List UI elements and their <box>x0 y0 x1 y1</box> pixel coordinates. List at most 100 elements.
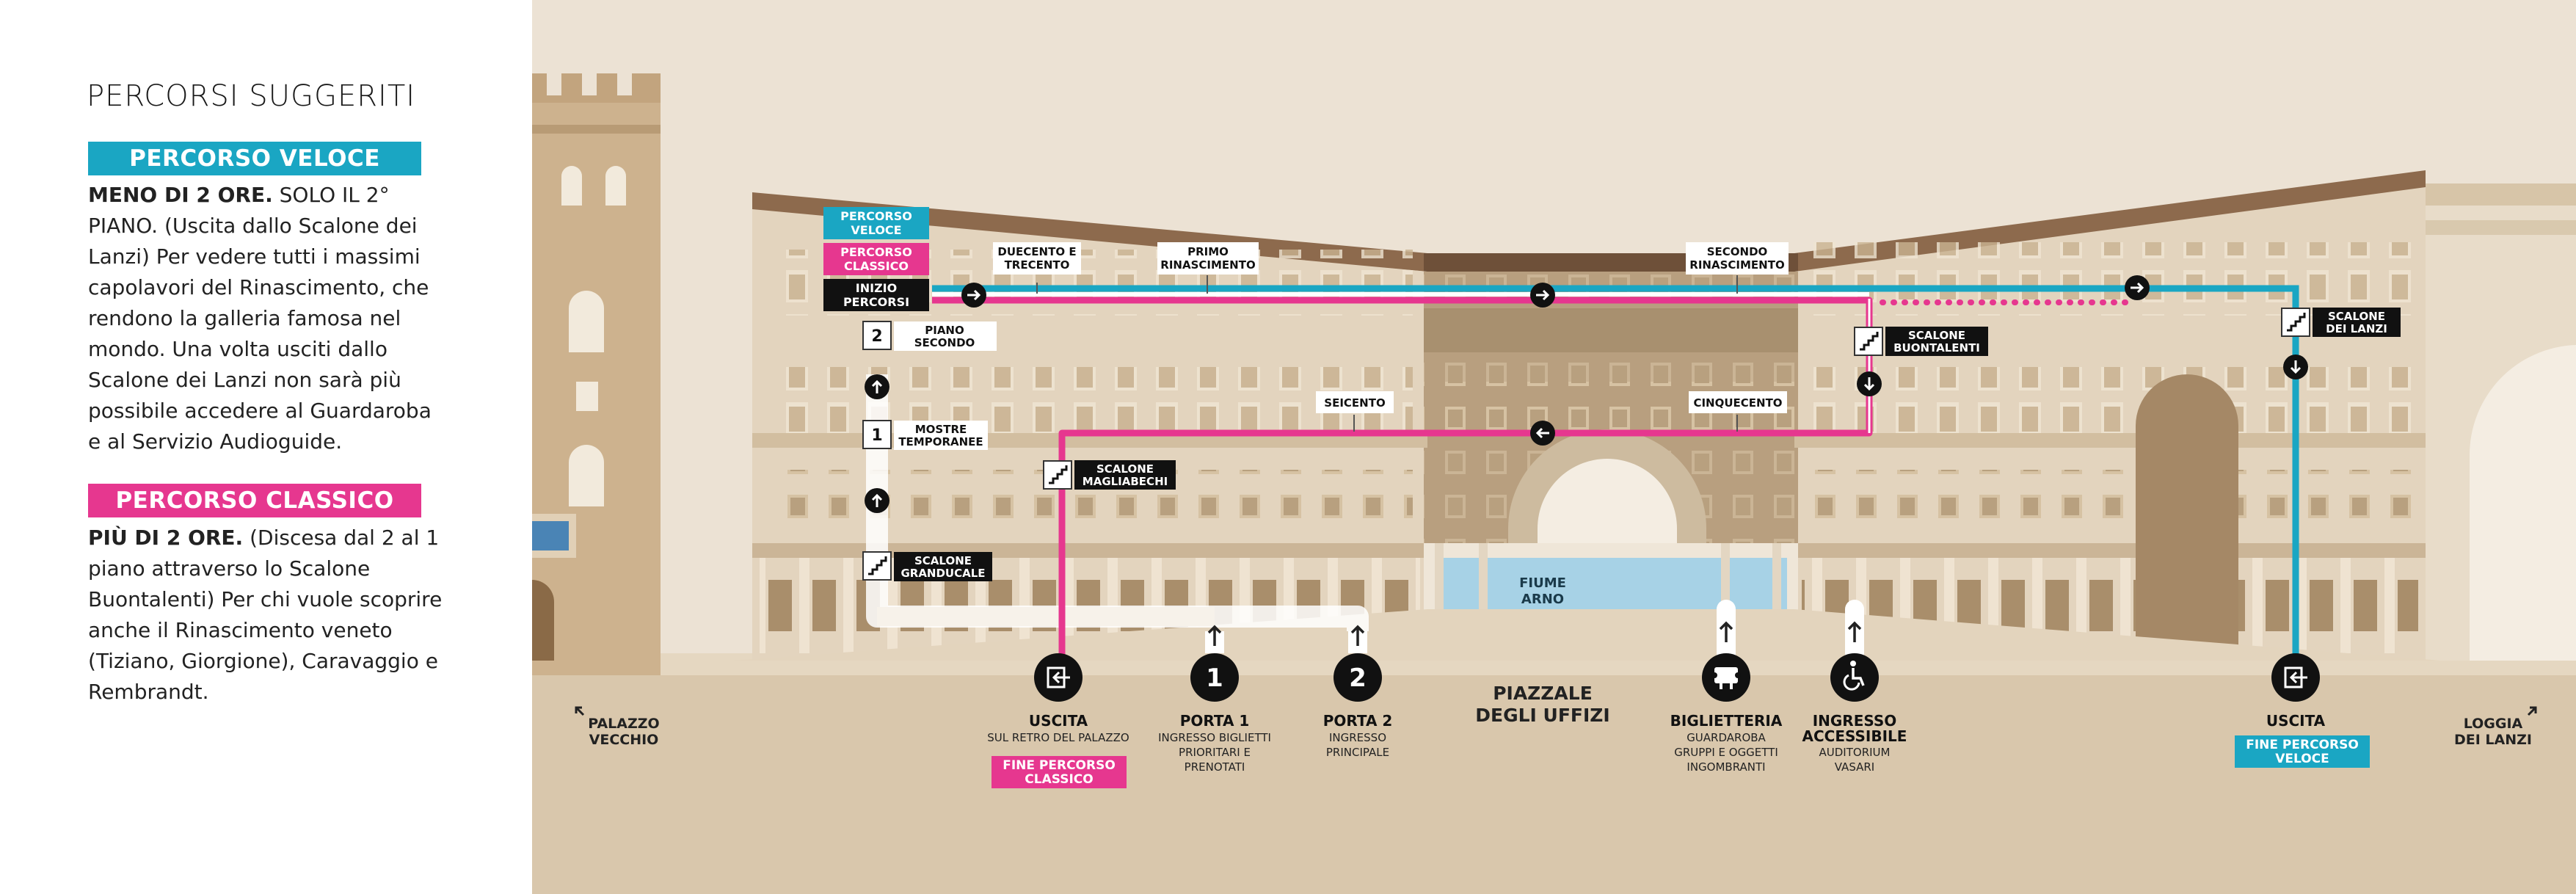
uscita-left-tag-line1: FINE PERCORSO <box>1003 758 1116 773</box>
stairs-magliabechi: SCALONE MAGLIABECHI <box>1043 460 1176 490</box>
uscita-right-tag-line1: FINE PERCORSO <box>2246 738 2359 752</box>
uscita-left-sub: SUL RETRO DEL PALAZZO <box>987 731 1129 744</box>
arrow-down-icon <box>1857 371 1882 396</box>
ticket-icon <box>1702 653 1750 702</box>
arrow-up-right-icon <box>2527 706 2537 716</box>
classico-description: PIÙ DI 2 ORE. (Discesa dal 2 al 1 piano … <box>88 523 448 708</box>
loggia-line1: LOGGIA <box>2464 716 2523 732</box>
floor-first: 1 MOSTRE TEMPORANEE <box>862 420 988 450</box>
accessibile-sub-line2: VASARI <box>1835 760 1874 774</box>
uffizi-map: PERCORSO VELOCE PERCORSO CLASSICO INIZIO… <box>532 0 2576 894</box>
floor-second: 2 PIANO SECONDO <box>862 321 997 351</box>
stairs-lanzi-line2: DEI LANZI <box>2326 322 2387 335</box>
section-cinquecento: CINQUECENTO <box>1689 391 1787 413</box>
porta1-marker: 1 <box>1190 653 1239 702</box>
loggia-building <box>2426 183 2576 661</box>
classico-duration: PIÙ DI 2 ORE. <box>88 526 244 550</box>
palazzo-line1: PALAZZO <box>588 716 659 732</box>
classico-text: (Discesa dal 2 al 1 piano attraverso lo … <box>88 526 443 704</box>
legend-classico: PERCORSO CLASSICO <box>823 243 929 275</box>
stairs-buontalenti: SCALONE BUONTALENTI <box>1854 327 1988 356</box>
veloce-text: SOLO IL 2° PIANO. (Uscita dallo Scalone … <box>88 183 432 454</box>
porta2-sub-line2: PRINCIPALE <box>1326 746 1389 759</box>
piazzale-label: PIAZZALE DEGLI UFFIZI <box>1475 683 1609 726</box>
biglietteria-label: BIGLIETTERIA GUARDAROBA GRUPPI E OGGETTI… <box>1670 712 1783 774</box>
arrow-left-icon <box>1530 421 1555 446</box>
porta2-label: PORTA 2 INGRESSO PRINCIPALE <box>1323 712 1393 759</box>
section-secondo: SECONDO RINASCIMENTO <box>1686 242 1789 275</box>
arrow-up-icon <box>1207 625 1222 646</box>
porta2-title: PORTA 2 <box>1323 712 1393 730</box>
legend-classico-line2: CLASSICO <box>844 259 909 273</box>
veloce-duration: MENO DI 2 ORE. <box>88 183 273 207</box>
palazzo-vecchio-building <box>532 73 661 675</box>
arrow-right-icon <box>1530 283 1555 308</box>
porta1-number: 1 <box>1206 664 1223 693</box>
palazzo-line2: VECCHIO <box>589 732 659 748</box>
biglietteria-title: BIGLIETTERIA <box>1670 712 1783 730</box>
stairs-icon <box>2287 313 2306 332</box>
arrow-up-icon <box>1719 621 1733 642</box>
uscita-right-tag-line2: VELOCE <box>2275 752 2329 766</box>
palazzo-vecchio-label: PALAZZO VECCHIO <box>575 706 660 748</box>
veloce-route-line <box>932 285 2299 668</box>
uscita-left-label: USCITA SUL RETRO DEL PALAZZO FINE PERCOR… <box>987 712 1129 788</box>
arrow-up-icon <box>865 374 889 399</box>
uscita-left-tag-line2: CLASSICO <box>1025 772 1093 787</box>
stairs-granducale-line2: GRANDUCALE <box>900 567 985 580</box>
porta1-sub-line2: PRIORITARI E <box>1179 746 1251 759</box>
legend-veloce: PERCORSO VELOCE <box>823 207 929 239</box>
legend-veloce-line2: VELOCE <box>851 223 901 237</box>
porta1-title: PORTA 1 <box>1180 712 1250 730</box>
veloce-description: MENO DI 2 ORE. SOLO IL 2° PIANO. (Uscita… <box>88 180 448 457</box>
accessibile-title-line1: INGRESSO <box>1813 712 1897 730</box>
biglietteria-sub-line2: GRUPPI E OGGETTI <box>1674 746 1778 759</box>
stairs-icon <box>868 556 887 575</box>
section-secondo-line2: RINASCIMENTO <box>1689 258 1784 272</box>
arrow-down-icon <box>2283 355 2308 379</box>
porta1-label: PORTA 1 INGRESSO BIGLIETTI PRIORITARI E … <box>1158 712 1271 774</box>
section-secondo-line1: SECONDO <box>1707 245 1768 258</box>
arrow-right-icon <box>961 283 986 308</box>
section-primo: PRIMO RINASCIMENTO <box>1157 242 1259 275</box>
floor-second-line1: PIANO <box>925 324 964 337</box>
stairs-granducale: SCALONE GRANDUCALE <box>862 551 992 581</box>
floor-second-number: 2 <box>871 327 882 346</box>
legend-veloce-line1: PERCORSO <box>840 209 912 223</box>
section-cinquecento-label: CINQUECENTO <box>1693 396 1782 410</box>
arrow-up-left-icon <box>575 706 585 716</box>
section-duecento: DUECENTO E TRECENTO <box>993 242 1081 275</box>
stairs-icon <box>1049 465 1068 484</box>
section-seicento-label: SEICENTO <box>1324 396 1385 410</box>
porta1-sub-line1: INGRESSO BIGLIETTI <box>1158 731 1271 744</box>
ground <box>532 661 2576 894</box>
accessibile-sub-line1: AUDITORIUM <box>1819 746 1891 759</box>
porta1-sub-line3: PRENOTATI <box>1185 760 1245 774</box>
accessibile-label: INGRESSO ACCESSIBILE AUDITORIUM VASARI <box>1802 712 1907 774</box>
legend-inizio-line2: PERCORSI <box>843 295 909 309</box>
exit-icon <box>2271 653 2320 702</box>
biglietteria-sub-line1: GUARDAROBA <box>1687 731 1766 744</box>
stairs-magliabechi-line1: SCALONE <box>1096 462 1154 476</box>
veloce-heading: PERCORSO VELOCE <box>88 142 421 175</box>
accessibile-title-line2: ACCESSIBILE <box>1802 727 1907 745</box>
legend-classico-line1: PERCORSO <box>840 245 912 259</box>
stairs-lanzi: SCALONE DEI LANZI <box>2281 308 2401 337</box>
stairs-lanzi-line1: SCALONE <box>2328 310 2385 323</box>
routes-panel: PERCORSI SUGGERITI PERCORSO VELOCE MENO … <box>0 0 532 894</box>
section-primo-line1: PRIMO <box>1187 245 1229 258</box>
biglietteria-sub-line3: INGOMBRANTI <box>1687 760 1765 774</box>
stairs-granducale-line1: SCALONE <box>914 554 972 567</box>
piazzale-line2: DEGLI UFFIZI <box>1475 705 1609 726</box>
arrow-right-icon <box>2125 275 2150 300</box>
wheelchair-icon <box>1830 653 1879 702</box>
exit-icon <box>1034 653 1083 702</box>
river-label-line2: ARNO <box>1521 592 1564 607</box>
stairs-buontalenti-line2: BUONTALENTI <box>1893 341 1980 355</box>
floor-first-line2: TEMPORANEE <box>898 435 983 448</box>
arrow-up-icon <box>1350 625 1365 646</box>
legend-inizio: INIZIO PERCORSI <box>823 279 929 311</box>
section-seicento: SEICENTO <box>1316 391 1394 413</box>
loggia-line2: DEI LANZI <box>2454 732 2532 748</box>
loggia-label: LOGGIA DEI LANZI <box>2454 706 2537 748</box>
